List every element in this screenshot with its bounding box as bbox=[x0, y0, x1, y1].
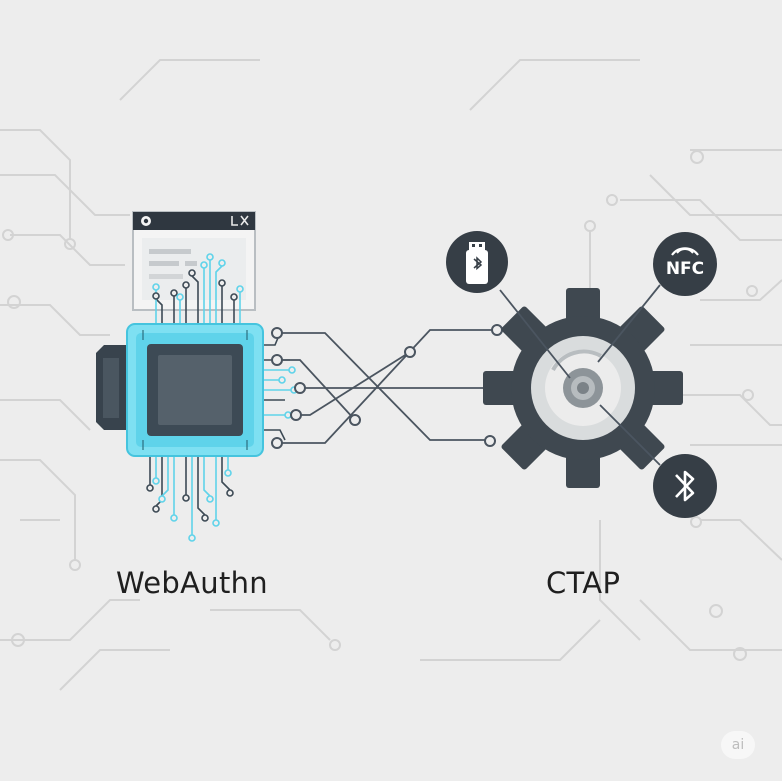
bluetooth-icon bbox=[653, 454, 717, 518]
chip-connector bbox=[96, 345, 128, 430]
usb-key-icon bbox=[446, 231, 508, 293]
connection-nodes bbox=[271, 324, 503, 449]
nfc-badge-text: NFC bbox=[666, 259, 704, 279]
ai-watermark: ai bbox=[721, 731, 755, 759]
background-circuit-traces bbox=[0, 59, 782, 691]
trace-endpoints bbox=[146, 253, 298, 542]
ctap-label: CTAP bbox=[546, 566, 621, 600]
gear-spokes bbox=[499, 284, 661, 466]
webauthn-label: WebAuthn bbox=[116, 566, 268, 600]
microchip-icon bbox=[126, 323, 264, 457]
nfc-icon bbox=[653, 232, 717, 296]
